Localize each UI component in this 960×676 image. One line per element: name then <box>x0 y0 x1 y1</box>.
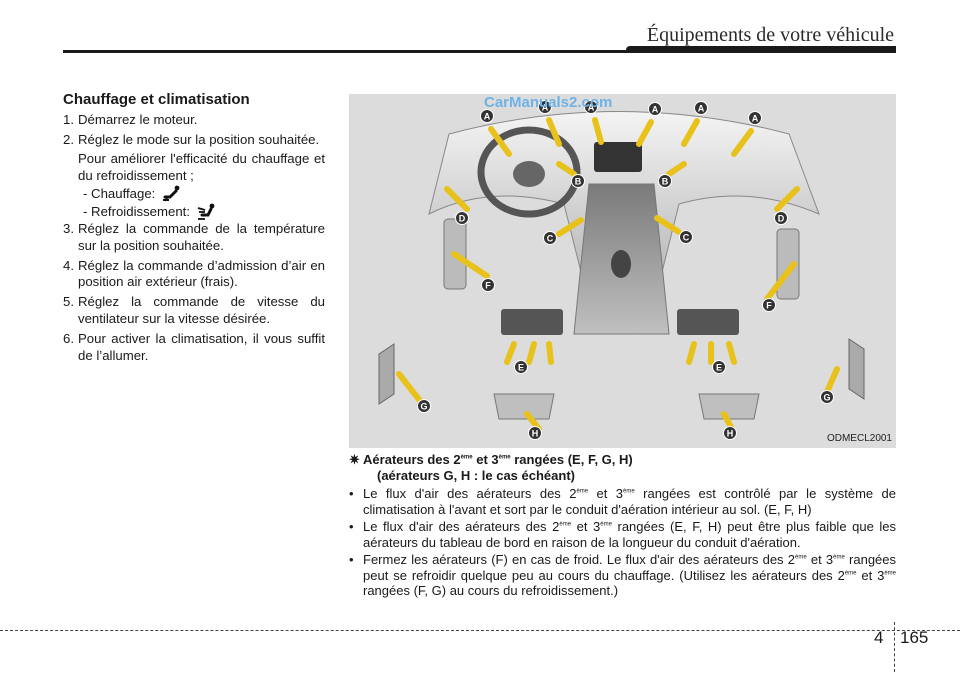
svg-text:G: G <box>420 402 427 412</box>
vent-label: B <box>571 174 585 188</box>
airflow-arrow <box>556 161 577 177</box>
vent-label: A <box>584 100 598 114</box>
vent-label: A <box>694 101 708 115</box>
vent-label: D <box>774 211 788 225</box>
cooling-mode: - Refroidissement: <box>83 203 325 221</box>
header-title: Équipements de votre véhicule <box>646 24 894 46</box>
vent-label: F <box>481 278 495 292</box>
footer-divider <box>894 622 895 672</box>
step-3: 3.Réglez la commande de la température s… <box>63 220 325 253</box>
svg-text:A: A <box>652 105 659 115</box>
airflow-arrow <box>774 186 800 212</box>
airflow-arrow <box>824 366 840 395</box>
svg-text:A: A <box>542 103 549 113</box>
vent-label: A <box>648 102 662 116</box>
caption-bullet-2: •Le flux d'air des aérateurs des 2ème et… <box>349 519 896 550</box>
figure-code: ODMECL2001 <box>826 433 892 444</box>
vent-label: E <box>712 360 726 374</box>
airflow-arrow <box>636 119 654 147</box>
instructions-column: Chauffage et climatisation 1.Démarrez le… <box>63 91 325 367</box>
vent-label: H <box>528 426 542 440</box>
vent-label: B <box>658 174 672 188</box>
chapter-number: 4 <box>874 628 884 647</box>
airflow-arrow <box>546 341 554 365</box>
airflow-arrow <box>396 371 424 405</box>
airflow-arrow <box>686 341 697 365</box>
airflow-arrow <box>451 251 490 279</box>
watermark: CarManuals2.com <box>484 94 613 111</box>
svg-text:F: F <box>766 301 772 311</box>
vent-label: G <box>417 399 431 413</box>
step-6: 6.Pour activer la climatisation, il vous… <box>63 330 325 363</box>
airflow-arrow <box>654 215 682 235</box>
vent-diagram: A A A A A A B B C C D D E E F F G G H H CarManuals2.com ODM… <box>349 94 896 448</box>
svg-text:H: H <box>727 429 734 439</box>
vent-label: E <box>514 360 528 374</box>
vent-diagram-illustration: A A A A A A B B C C D D E E F F G G H H <box>378 100 865 440</box>
footer-rule <box>0 630 960 631</box>
svg-text:F: F <box>485 281 491 291</box>
step-4: 4.Réglez la commande d’admission d’air e… <box>63 257 325 290</box>
svg-text:G: G <box>823 393 830 403</box>
efficiency-note: Pour améliorer l'efficacité du chauffage… <box>78 151 325 184</box>
airflow-arrow <box>488 126 512 157</box>
step-5: 5.Réglez la commande de vitesse du venti… <box>63 294 325 326</box>
svg-text:A: A <box>698 104 705 114</box>
vent-label: A <box>538 100 552 114</box>
airflow-arrow <box>504 341 517 365</box>
vent-label: H <box>723 426 737 440</box>
airflow-arrow <box>592 117 604 145</box>
airflow-arrow <box>681 118 700 147</box>
airflow-arrow <box>764 261 797 302</box>
floor-mode-icon <box>163 185 180 202</box>
svg-text:E: E <box>518 363 524 373</box>
svg-text:D: D <box>778 214 785 224</box>
header-rule <box>63 50 894 53</box>
page-number: 165 <box>900 628 929 647</box>
airflow-arrow <box>546 117 562 147</box>
vent-label: A <box>480 109 494 123</box>
caption-title: ✷ Aérateurs des 2ème et 3ème rangées (E,… <box>349 452 633 467</box>
vent-label: G <box>820 390 834 404</box>
airflow-arrow <box>731 128 754 157</box>
svg-text:A: A <box>588 103 595 113</box>
vent-label: D <box>455 211 469 225</box>
asterisk-icon: ✷ <box>349 452 360 467</box>
step-1: 1.Démarrez le moteur. <box>63 111 198 127</box>
face-floor-mode-icon <box>197 203 215 220</box>
svg-text:D: D <box>459 214 466 224</box>
vent-label: F <box>762 298 776 312</box>
svg-text:C: C <box>683 233 690 243</box>
airflow-arrow <box>444 186 470 212</box>
svg-text:E: E <box>716 363 722 373</box>
svg-text:A: A <box>484 112 491 122</box>
svg-text:H: H <box>532 429 539 439</box>
svg-text:B: B <box>662 177 669 187</box>
airflow-arrow <box>726 341 737 365</box>
svg-text:B: B <box>575 177 582 187</box>
svg-text:C: C <box>547 234 554 244</box>
header-tab <box>626 46 896 53</box>
vent-label: A <box>748 111 762 125</box>
caption-bullet-3: •Fermez les aérateurs (F) en cas de froi… <box>349 552 897 598</box>
heating-mode: - Chauffage: <box>83 185 325 203</box>
vent-caption: ✷ Aérateurs des 2ème et 3ème rangées (E,… <box>349 452 896 601</box>
caption-subtitle: (aérateurs G, H : le cas échéant) <box>377 467 575 483</box>
vent-label: C <box>679 230 693 244</box>
airflow-arrow <box>556 217 584 237</box>
airflow-arrow <box>666 161 687 177</box>
step-2: 2.Réglez le mode sur la position souhait… <box>63 131 320 147</box>
airflow-arrow <box>526 341 537 365</box>
vent-label: C <box>543 231 557 245</box>
caption-bullet-1: •Le flux d'air des aérateurs des 2ème et… <box>349 486 897 517</box>
section-title: Chauffage et climatisation <box>63 91 250 108</box>
svg-text:A: A <box>752 114 759 124</box>
